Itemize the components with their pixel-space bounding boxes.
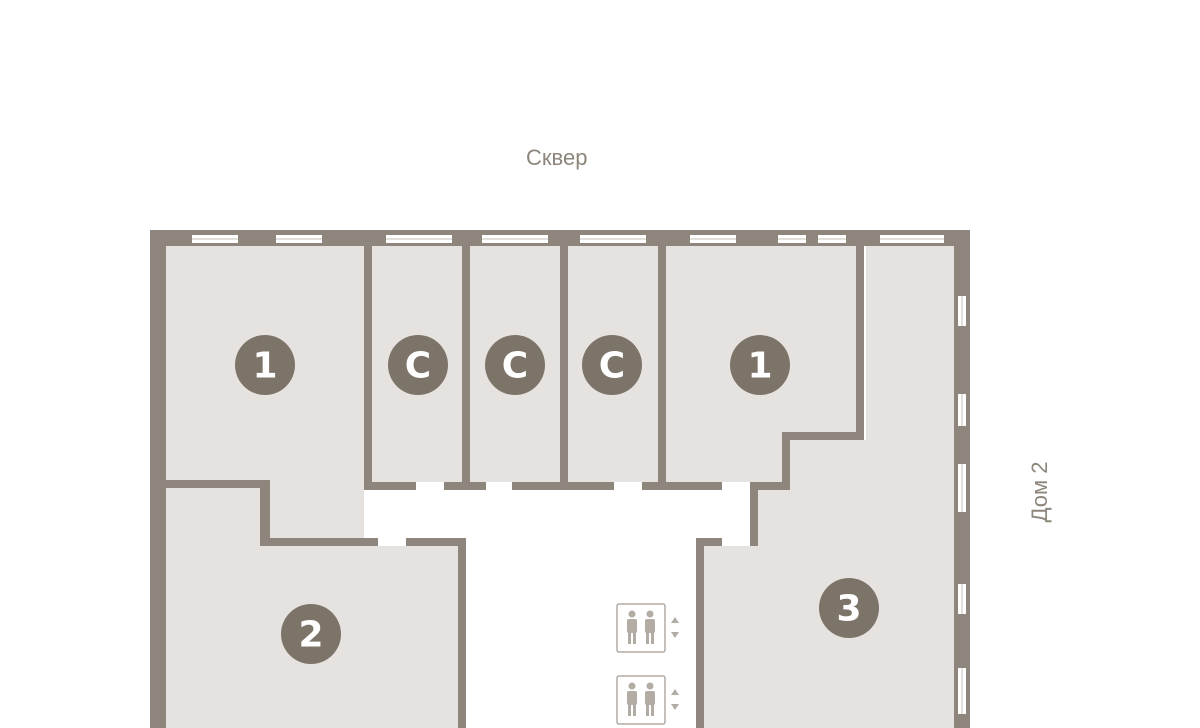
unit-badge-label: 1 — [747, 346, 772, 387]
internal-walls — [166, 246, 864, 728]
arrow-up-icon — [671, 689, 679, 695]
unit-3[interactable] — [704, 246, 954, 728]
street-label-square: Сквер — [526, 145, 588, 170]
elevator-person-icon — [627, 610, 655, 644]
unit-badge-label: 1 — [252, 346, 277, 387]
arrow-down-icon — [671, 632, 679, 638]
windows-top — [192, 235, 944, 243]
unit-badge[interactable]: С — [582, 335, 642, 395]
unit-badge-label: С — [502, 346, 528, 387]
unit-badge[interactable]: 3 — [819, 578, 879, 638]
unit-badge[interactable]: С — [485, 335, 545, 395]
arrow-down-icon — [671, 704, 679, 710]
unit-badge[interactable]: 1 — [235, 335, 295, 395]
elevator-1 — [616, 603, 679, 653]
arrow-up-icon — [671, 617, 679, 623]
unit-badge-label: 3 — [836, 589, 861, 630]
wall-top — [150, 230, 970, 246]
unit-badge-label: С — [405, 346, 431, 387]
windows-right — [958, 296, 966, 714]
unit-badge[interactable]: 2 — [281, 604, 341, 664]
unit-badge-label: С — [599, 346, 625, 387]
wall-left — [150, 230, 166, 728]
elevator-2 — [616, 675, 679, 725]
elevator-person-icon — [627, 682, 655, 716]
unit-badge[interactable]: С — [388, 335, 448, 395]
unit-badge[interactable]: 1 — [730, 335, 790, 395]
unit-badge-label: 2 — [298, 615, 323, 656]
